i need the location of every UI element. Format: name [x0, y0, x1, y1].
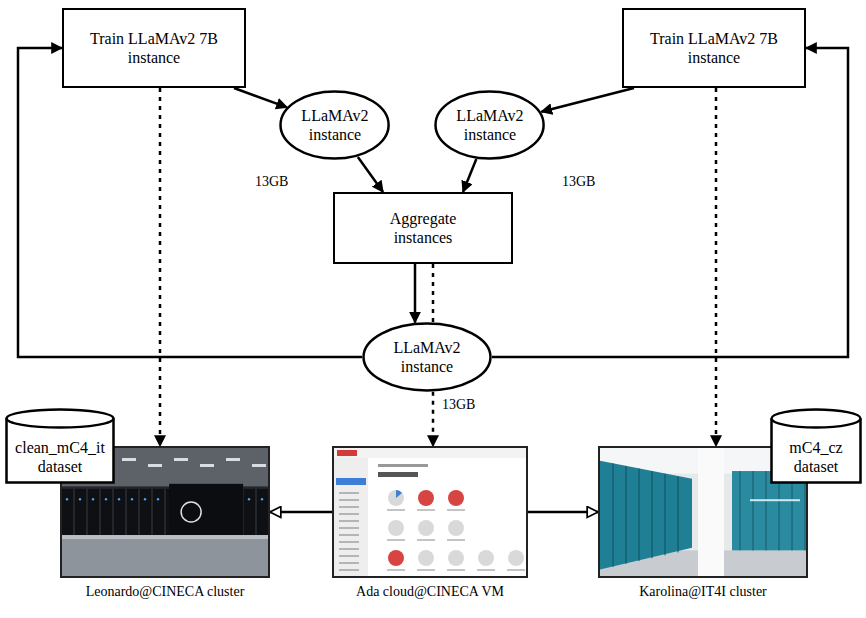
process-box: Train LLaMAv2 7B instance — [62, 8, 246, 88]
dataset-cylinder: mC4_cz dataset — [770, 408, 862, 484]
process-box: Train LLaMAv2 7B instance — [622, 8, 806, 88]
flow-arrow — [270, 511, 332, 514]
flow-arrow — [234, 88, 287, 107]
shape-drawing — [7, 410, 114, 483]
flow-arrow — [492, 48, 848, 357]
shape-drawing — [436, 92, 544, 159]
data-transfer-arrow — [432, 392, 435, 446]
shape-outline — [362, 322, 492, 392]
data-transfer-arrow — [715, 88, 718, 446]
model-ellipse: LLaMAv2 instance — [434, 90, 545, 160]
process-box: Aggregate instances — [333, 192, 513, 264]
shape-drawing — [772, 410, 861, 483]
flow-arrow — [414, 264, 417, 323]
shape-outline — [434, 90, 545, 160]
dataset-cylinder: clean_mC4_it dataset — [5, 408, 115, 484]
node-label: LLaMAv2 instance — [382, 338, 472, 376]
node-label: Aggregate instances — [368, 209, 478, 247]
node-label: clean_mC4_it dataset — [9, 438, 111, 476]
node-label: LLaMAv2 instance — [450, 106, 530, 144]
node-label: Train LLaMAv2 7B instance — [79, 29, 229, 67]
cloud-screenshot: Ada cloud@CINECA VM — [332, 446, 528, 578]
size-label: 13GB — [562, 174, 595, 190]
size-label: 13GB — [255, 174, 288, 190]
shape-outline — [334, 448, 526, 576]
cluster-caption: Karolina@IT4I cluster — [639, 584, 767, 601]
cluster-caption: Ada cloud@CINECA VM — [356, 584, 504, 601]
node-label: LLaMAv2 instance — [295, 106, 375, 144]
shape-drawing — [281, 92, 389, 159]
data-transfer-arrow — [432, 264, 435, 322]
shape-outline — [279, 90, 390, 160]
model-ellipse: LLaMAv2 instance — [279, 90, 390, 160]
flow-arrow — [463, 159, 476, 192]
shape-drawing — [62, 448, 268, 576]
node-label: Train LLaMAv2 7B instance — [639, 29, 789, 67]
shape-drawing — [334, 448, 526, 576]
flow-arrow — [541, 88, 634, 112]
shape-drawing — [364, 324, 491, 391]
data-transfer-arrow — [159, 88, 162, 446]
size-label: 13GB — [442, 397, 475, 413]
cluster-caption: Leonardo@CINECA cluster — [86, 584, 245, 601]
model-ellipse: LLaMAv2 instance — [362, 322, 492, 392]
flow-arrow — [358, 157, 383, 192]
node-label: mC4_cz dataset — [774, 438, 858, 476]
flow-arrow — [528, 511, 598, 514]
